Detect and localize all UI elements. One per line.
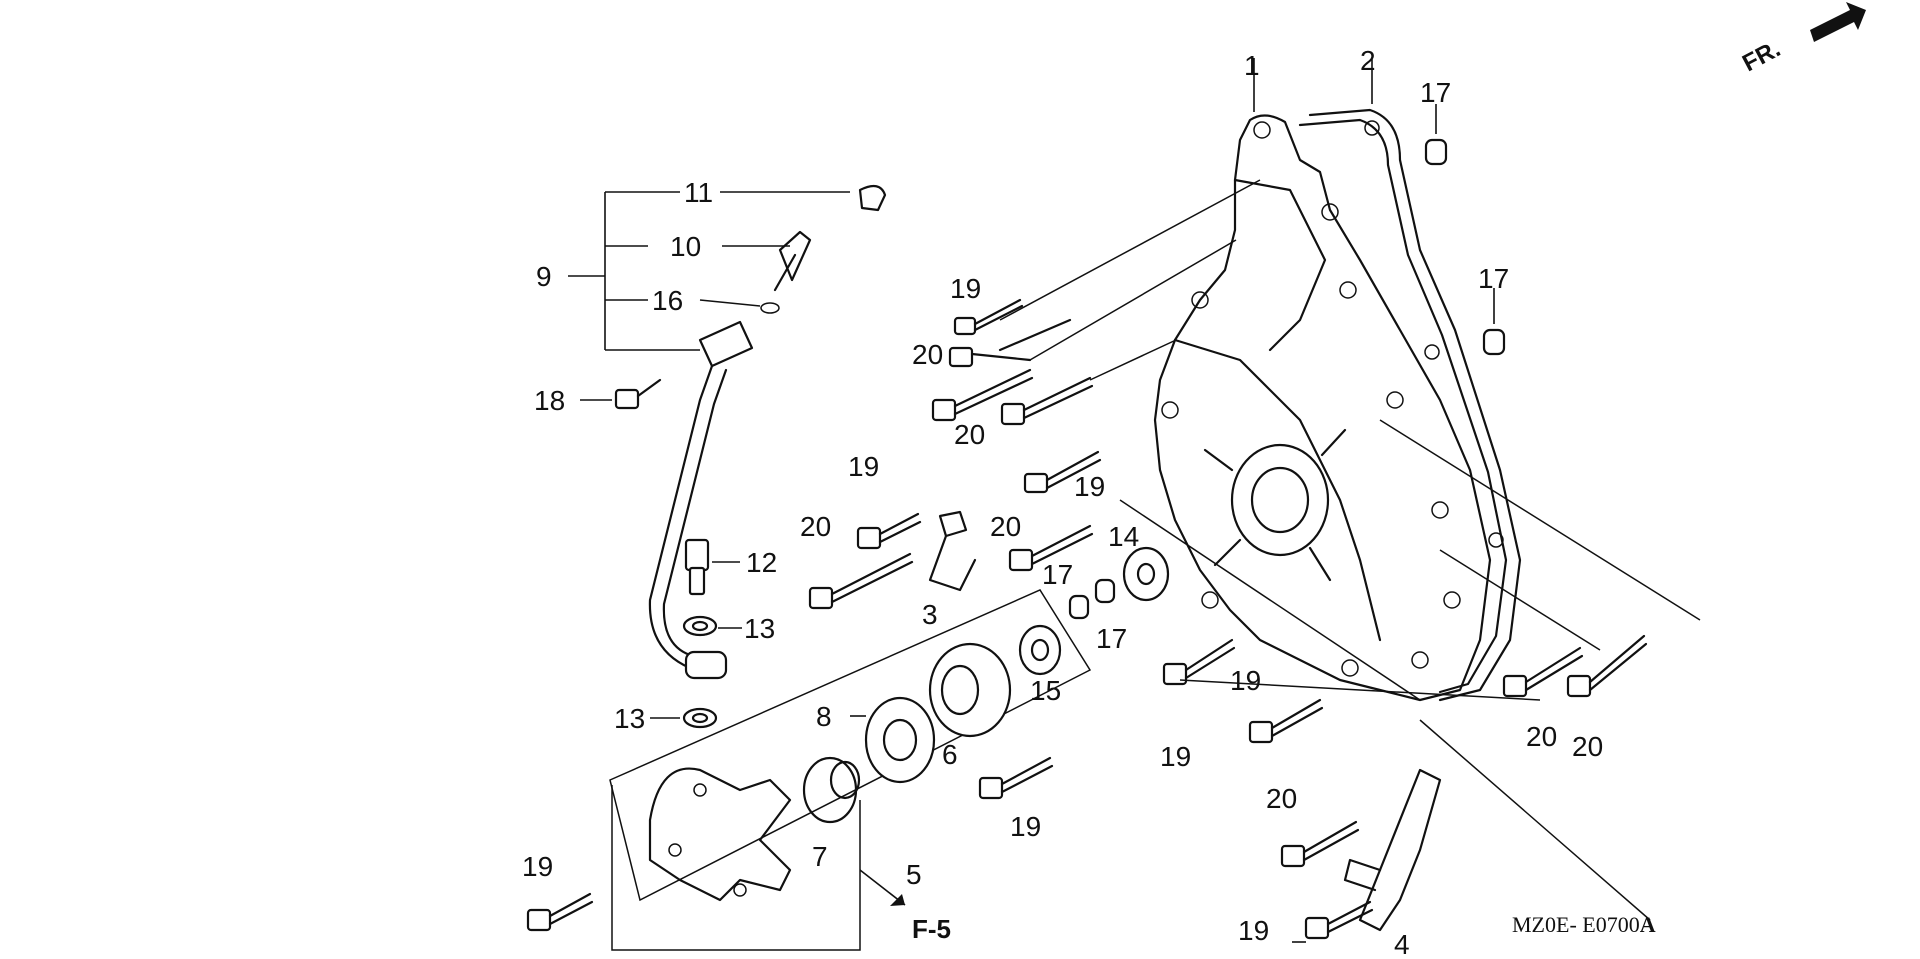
part-label: 9 — [536, 261, 552, 292]
bolt-icon — [953, 298, 1024, 336]
part-label: 12 — [746, 547, 777, 578]
generator-cover — [1153, 114, 1492, 702]
part-label: 17 — [1042, 559, 1073, 590]
part-label: 19 — [848, 451, 879, 482]
part-label: 14 — [1108, 521, 1139, 552]
water-pump-assembly — [609, 589, 1092, 902]
dowel-pins — [1068, 138, 1506, 620]
bolts — [526, 298, 1648, 940]
part-label: 10 — [670, 231, 701, 262]
part-label: 17 — [1096, 623, 1127, 654]
part-label: 4 — [1394, 929, 1410, 959]
part-label: 20 — [990, 511, 1021, 542]
part-label: 13 — [614, 703, 645, 734]
part-label: 19 — [1010, 811, 1041, 842]
part-label: 19 — [1238, 915, 1269, 946]
part-label: 1 — [1244, 50, 1260, 81]
part-label: 20 — [1266, 783, 1297, 814]
drawing-code-suffix: A — [1640, 912, 1656, 937]
part-label: 19 — [1160, 741, 1191, 772]
part-label: 5 — [906, 859, 922, 890]
part-label: 3 — [922, 599, 938, 630]
gasket — [1298, 108, 1522, 702]
part-label: 20 — [912, 339, 943, 370]
part-label: 20 — [954, 419, 985, 450]
part-label: 17 — [1420, 77, 1451, 108]
bolt-icon — [978, 756, 1054, 800]
bolt-icon — [526, 892, 594, 932]
drawing-code-main: MZ0E- E0700 — [1512, 912, 1640, 937]
part-label: 19 — [950, 273, 981, 304]
bolt-icon — [1248, 698, 1324, 744]
brackets — [928, 510, 1442, 932]
part-label: 15 — [1030, 675, 1061, 706]
section-reference-label: F-5 — [912, 914, 951, 944]
part-label: 6 — [942, 739, 958, 770]
part-label: 7 — [812, 841, 828, 872]
front-arrow-icon — [1810, 2, 1866, 42]
part-label: 18 — [534, 385, 565, 416]
reference-arrow-icon — [890, 894, 905, 906]
part-label: 2 — [1360, 45, 1376, 76]
bolt-icon — [1023, 450, 1102, 494]
bolt-icon — [948, 318, 1072, 368]
bolt-icon — [1162, 638, 1236, 686]
part-label: 11 — [684, 177, 713, 208]
part-label: 19 — [522, 851, 553, 882]
part-label: 19 — [1230, 665, 1261, 696]
part-label: 8 — [816, 701, 832, 732]
part-label: 16 — [652, 285, 683, 316]
bolt-icon — [1008, 524, 1094, 572]
sensor-assembly — [648, 184, 887, 729]
bolt-icon — [1304, 900, 1374, 940]
part-label: 20 — [1526, 721, 1557, 752]
part-label: 20 — [1572, 731, 1603, 762]
part-label: 17 — [1478, 263, 1509, 294]
bolt-icon — [1502, 646, 1584, 698]
part-label: 20 — [800, 511, 831, 542]
oil-seal — [1122, 546, 1170, 602]
part-label: 13 — [744, 613, 775, 644]
part-labels: 1 2 17 17 11 10 9 16 18 19 20 20 19 19 2… — [522, 45, 1603, 959]
bolt-icon — [614, 378, 662, 410]
leader-lines — [568, 58, 1701, 951]
bolt-icon — [856, 512, 922, 550]
drawing-code: MZ0E- E0700A — [1512, 912, 1656, 937]
bolt-icon — [1280, 820, 1360, 868]
front-direction-label: FR. — [1738, 35, 1785, 77]
front-direction-indicator: FR. — [1738, 2, 1866, 77]
bolt-icon — [1000, 376, 1094, 426]
part-label: 19 — [1074, 471, 1105, 502]
bolt-icon — [808, 552, 914, 610]
bolt-icon — [1566, 634, 1648, 698]
bolt-icon — [931, 368, 1034, 422]
